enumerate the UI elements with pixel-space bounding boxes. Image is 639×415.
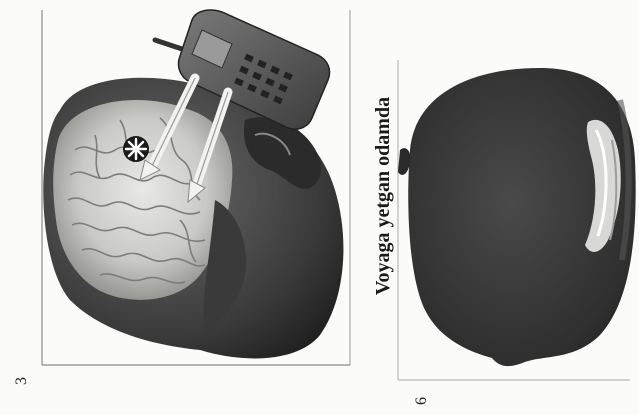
page-number-6: 6 bbox=[413, 397, 431, 405]
figure-caption: Voyaga yetgan odamda bbox=[368, 56, 398, 336]
impact-point-marker bbox=[123, 136, 149, 162]
page-number-3: 3 bbox=[13, 377, 31, 385]
head-top-view-illustration bbox=[398, 68, 636, 366]
